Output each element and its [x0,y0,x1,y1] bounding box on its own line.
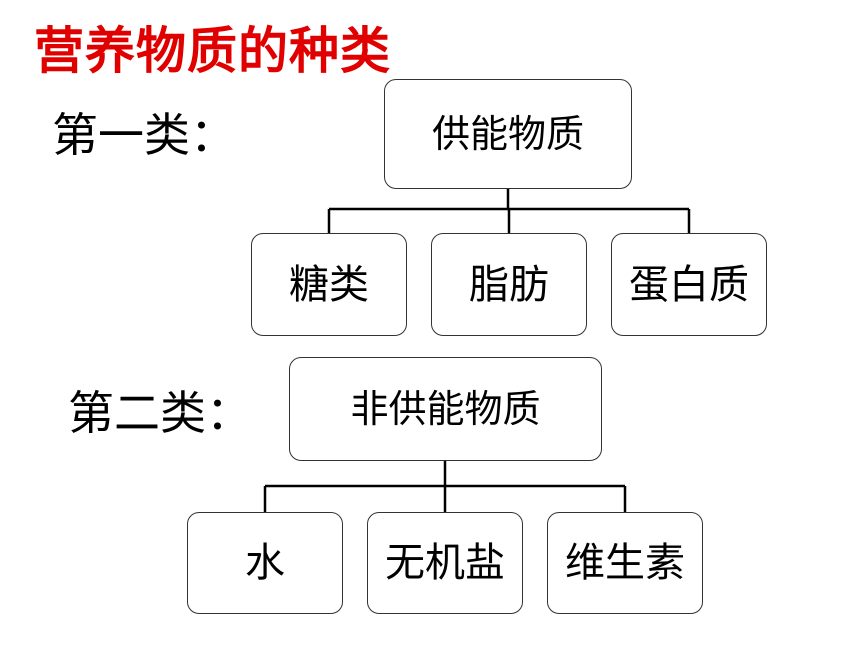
category2-label: 第二类： [68,386,252,440]
child-node-fats: 脂肪 [431,233,587,336]
child-node-water: 水 [187,512,343,614]
parent-node-energy: 供能物质 [384,79,632,189]
category1-label: 第一类： [52,108,236,162]
parent-node-non-energy: 非供能物质 [289,357,602,461]
child-node-minerals: 无机盐 [367,512,523,614]
child-node-vitamins: 维生素 [547,512,703,614]
page-title: 营养物质的种类 [34,21,391,80]
child-node-carbohydrates: 糖类 [251,233,407,336]
child-node-proteins: 蛋白质 [611,233,767,336]
category2-connectors [263,460,627,512]
category1-connectors [327,187,691,233]
